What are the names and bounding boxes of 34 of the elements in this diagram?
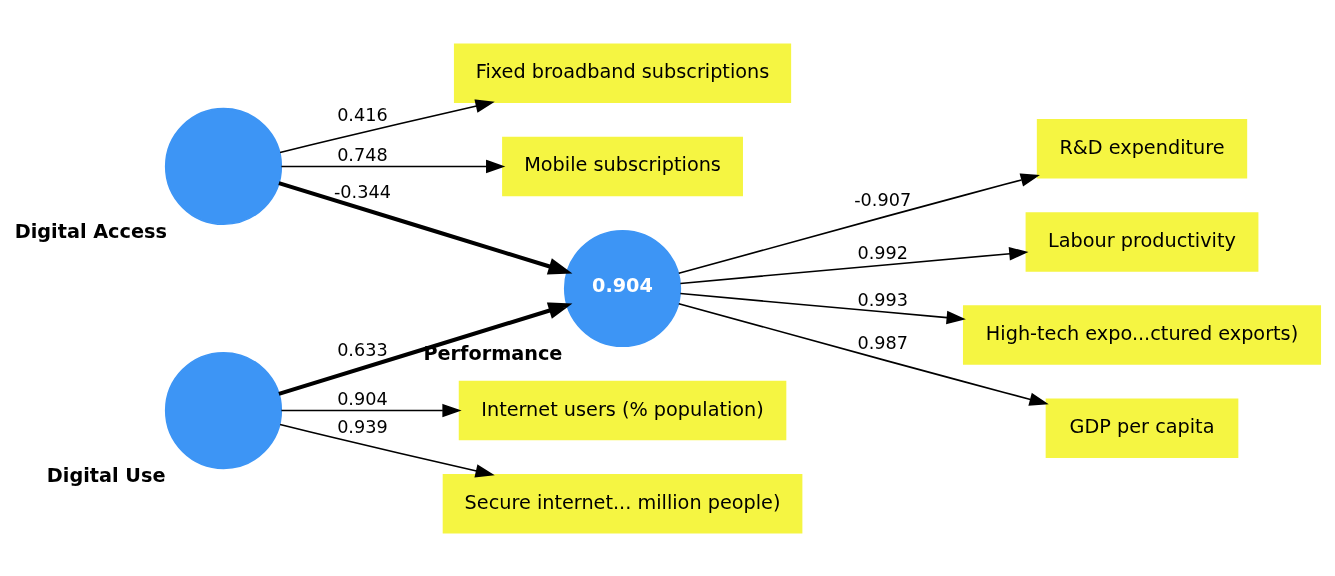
node-circle: 0.904 <box>563 229 682 347</box>
edge-label: 0.987 <box>857 332 908 353</box>
edge-label: -0.907 <box>854 189 912 210</box>
node-circle <box>164 351 283 469</box>
node-box: High-tech expo...ctured exports) <box>962 304 1322 365</box>
node-box: Labour productivity <box>1025 211 1259 272</box>
node-box: Mobile subscriptions <box>502 136 743 196</box>
arrow <box>279 98 495 153</box>
edge-label: 0.992 <box>857 242 908 263</box>
arrow <box>678 302 1049 406</box>
edge-label: 0.939 <box>337 416 388 437</box>
node-circle <box>164 107 283 225</box>
node-box: Secure internet... million people) <box>442 473 803 533</box>
node-label: Performance <box>423 341 563 365</box>
node-label: Digital Use <box>46 463 166 487</box>
arrow <box>278 180 573 274</box>
edge-label: 0.633 <box>337 339 388 360</box>
edge-label: -0.344 <box>333 181 391 202</box>
arrow <box>679 292 966 324</box>
arrow <box>280 403 462 417</box>
node-label: Digital Access <box>14 219 167 243</box>
arrow <box>278 302 573 396</box>
edge-label: 0.993 <box>857 289 908 310</box>
arrow <box>280 159 506 173</box>
node-box: GDP per capita <box>1045 398 1239 458</box>
edge-label: 0.748 <box>337 144 388 165</box>
edge-label: 0.416 <box>337 104 388 125</box>
node-box: Fixed broadband subscriptions <box>453 43 792 103</box>
arrow <box>679 246 1029 284</box>
edge-label: 0.904 <box>337 388 388 409</box>
arrow <box>279 423 495 478</box>
arrow <box>678 173 1040 274</box>
node-box: R&D expenditure <box>1036 118 1248 178</box>
node-box: Internet users (% population) <box>458 380 787 440</box>
